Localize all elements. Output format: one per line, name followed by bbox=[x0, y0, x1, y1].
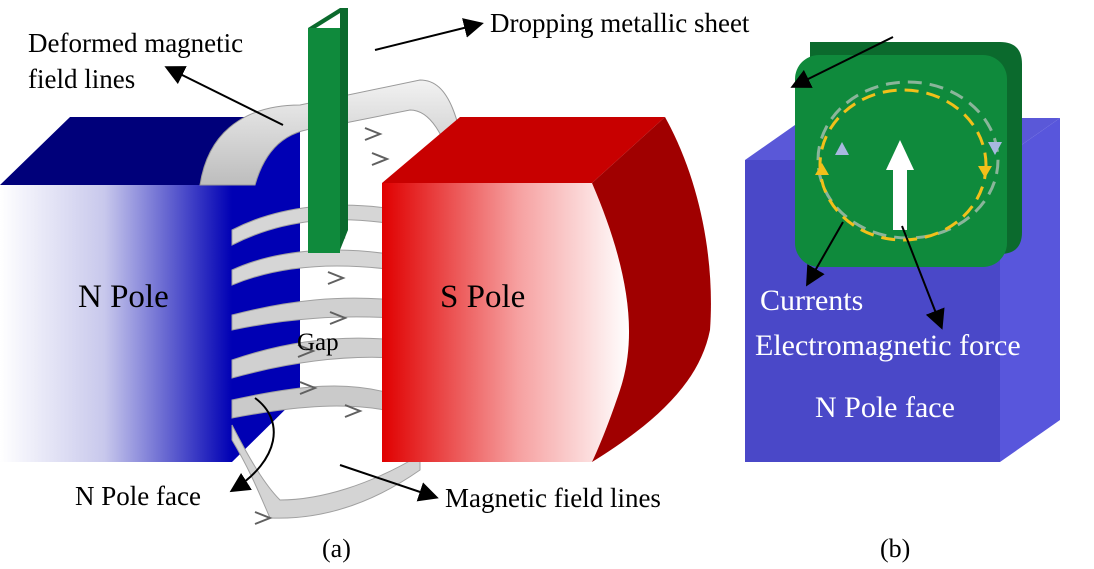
n-pole-face-label-b: N Pole face bbox=[815, 391, 955, 424]
dropping-metallic-sheet bbox=[308, 8, 348, 253]
n-pole-side-face bbox=[232, 117, 300, 462]
current-direction-arrow bbox=[815, 163, 829, 175]
eddy-direction-arrow bbox=[835, 142, 849, 155]
dropping-sheet-arrow bbox=[374, 18, 484, 51]
n-pole-label: N Pole bbox=[78, 279, 169, 315]
magnetic-field-arrow bbox=[339, 464, 439, 502]
sheet-pointer-arrow bbox=[790, 36, 894, 88]
figure-b: Currents Electromagnetic force N Pole fa… bbox=[745, 36, 1060, 563]
caption-b: (b) bbox=[880, 534, 910, 563]
figure-a: Deformed magnetic field lines Dropping m… bbox=[0, 8, 750, 563]
caption-a: (a) bbox=[322, 534, 351, 563]
currents-arrow bbox=[806, 221, 844, 287]
em-force-arrow bbox=[901, 225, 945, 330]
s-pole-front-face bbox=[382, 183, 630, 462]
s-pole-label: S Pole bbox=[440, 279, 525, 315]
magnetic-field-line-sheets bbox=[199, 79, 471, 525]
eddy-direction-arrow bbox=[988, 142, 1002, 155]
magnetic-field-label: Magnetic field lines bbox=[445, 483, 661, 513]
n-pole-front-face bbox=[0, 185, 232, 462]
deformed-field-label-line1: Deformed magnetic bbox=[28, 28, 243, 58]
current-direction-arrow bbox=[978, 166, 992, 178]
currents-label: Currents bbox=[760, 284, 863, 317]
em-force-label: Electromagnetic force bbox=[755, 329, 1021, 362]
dropping-sheet-label: Dropping metallic sheet bbox=[490, 8, 750, 38]
current-loop bbox=[818, 88, 988, 242]
deformed-field-arrow bbox=[164, 66, 284, 126]
deformed-field-label-line2: field lines bbox=[28, 64, 135, 94]
n-pole-face-label-a: N Pole face bbox=[75, 481, 201, 511]
n-pole-face-arrow bbox=[229, 397, 275, 493]
gap-label: Gap bbox=[297, 329, 339, 356]
metallic-sheet-face bbox=[795, 42, 1022, 267]
force-arrow-icon bbox=[886, 140, 914, 230]
eddy-path-outer bbox=[816, 80, 1000, 240]
s-pole-top-face bbox=[382, 117, 665, 183]
